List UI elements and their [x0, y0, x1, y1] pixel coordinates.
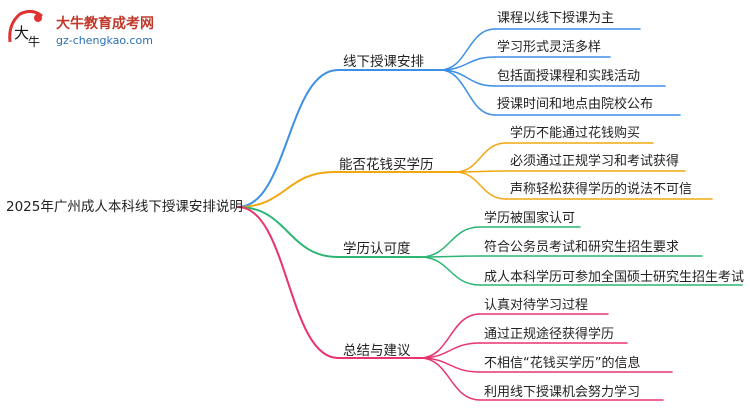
- leaf-offline-2: 学习形式灵活多样: [497, 40, 602, 55]
- leaf-summary-1: 认真对待学习过程: [484, 298, 589, 313]
- leaf-offline-1: 课程以线下授课为主: [497, 11, 615, 26]
- leaf-summary-2: 通过正规途径获得学历: [484, 327, 615, 342]
- leaf-buy-1: 学历不能通过花钱购买: [510, 126, 641, 141]
- leaf-recognition-1: 学历被国家认可: [484, 211, 576, 226]
- leaf-connector: [454, 171, 507, 200]
- leaf-summary-4: 利用线下授课机会努力学习: [484, 385, 641, 400]
- leaf-connector: [419, 256, 481, 286]
- logo-title: 大牛教育成考网: [56, 16, 154, 32]
- logo: 大 牛 大牛教育成考网 gz-chengkao.com: [4, 6, 204, 50]
- leaf-connector: [439, 69, 496, 87]
- root-topic: 2025年广州成人本科线下授课安排说明: [6, 199, 243, 215]
- branch-recognition: 学历认可度: [343, 241, 411, 257]
- leaf-connector: [419, 342, 481, 359]
- leaf-recognition-2: 符合公务员考试和研究生招生要求: [484, 240, 680, 255]
- leaf-summary-3: 不相信“花钱买学历”的信息: [484, 356, 641, 371]
- leaf-buy-2: 必须通过正规学习和考试获得: [510, 154, 680, 169]
- leaf-connector: [419, 226, 481, 258]
- branch-offline-teaching: 线下授课安排: [343, 54, 424, 70]
- branch-connector: [237, 206, 339, 258]
- leaf-connector: [439, 69, 496, 116]
- leaf-buy-3: 声称轻松获得学历的说法不可信: [510, 182, 693, 197]
- leaf-offline-3: 包括面授课程和实践活动: [497, 69, 641, 84]
- svg-text:牛: 牛: [28, 34, 40, 49]
- logo-url: gz-chengkao.com: [56, 34, 153, 47]
- branch-connector: [237, 206, 339, 359]
- leaf-recognition-3: 成人本科学历可参加全国硕士研究生招生考试: [484, 270, 745, 285]
- leaf-connector: [419, 313, 481, 359]
- branch-connector: [237, 69, 339, 208]
- branch-buy-degree: 能否花钱买学历: [339, 157, 434, 173]
- svg-text:大: 大: [14, 24, 29, 42]
- leaf-connector: [454, 142, 507, 173]
- logo-mark-icon: 大 牛: [8, 9, 43, 49]
- leaf-offline-4: 授课时间和地点由院校公布: [497, 97, 654, 112]
- leaf-connector: [419, 357, 481, 401]
- branch-summary: 总结与建议: [343, 343, 411, 359]
- leaf-connector: [439, 28, 496, 71]
- branch-connector: [237, 171, 335, 208]
